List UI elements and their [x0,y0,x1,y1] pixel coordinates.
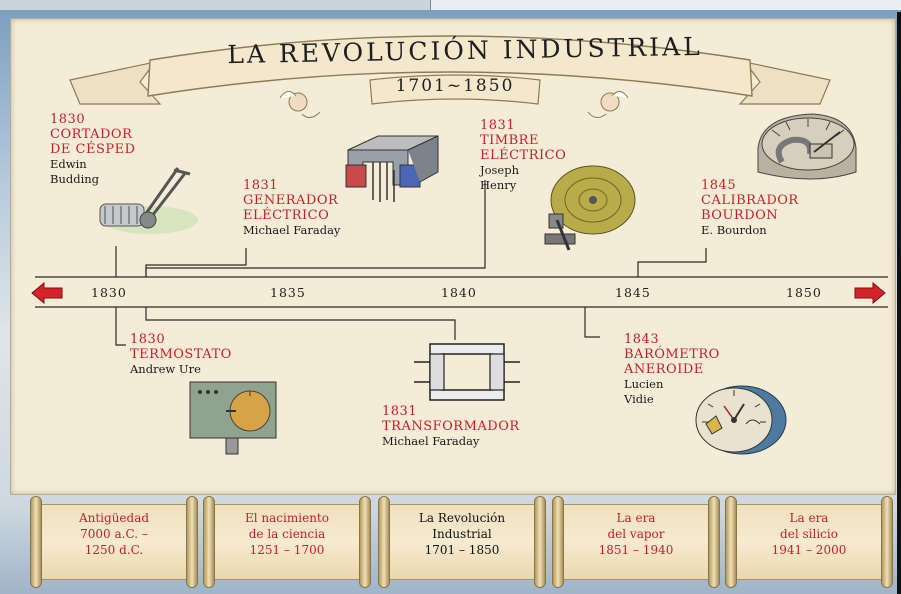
invention-lawn-mower[interactable]: 1830 CORTADOR DE CÉSPED Edwin Budding [50,112,136,187]
window-edge [897,12,901,594]
tick-1840: 1840 [441,285,477,300]
invention-inventor: Andrew Ure [130,362,201,376]
connector-barometer [584,307,600,338]
tick-1830: 1830 [91,285,127,300]
invention-title: ANEROIDE [624,362,704,377]
connector-bell [145,180,486,277]
connector-generator [145,248,247,277]
scroll-rod-left [378,496,390,588]
invention-bourdon[interactable]: 1845 CALIBRADOR BOURDON E. Bourdon [701,178,799,238]
invention-bell[interactable]: 1831 TIMBRE ELÉCTRICO Joseph Henry [480,118,566,193]
scroll-rod-right [881,496,893,588]
invention-inventor: Lucien [624,377,664,391]
magnet-icon [345,135,439,202]
barometer-icon [695,385,787,455]
lawn-mower-icon [99,167,198,234]
invention-inventor: E. Bourdon [701,223,767,237]
tick-1845: 1845 [615,285,651,300]
invention-inventor: Michael Faraday [382,434,480,448]
bell-icon [544,165,636,251]
invention-title: ELÉCTRICO [480,148,567,163]
invention-title: CORTADOR [50,127,133,142]
scroll-rod-right [186,496,198,588]
tick-1835: 1835 [270,285,306,300]
invention-year: 1843 [624,332,660,347]
arrow-left-icon[interactable] [30,282,64,304]
invention-title: BARÓMETRO [624,347,720,362]
tick-1850: 1850 [786,285,822,300]
invention-inventor: Budding [50,172,100,186]
scroll-paper [562,504,710,580]
scroll-paper [388,504,536,580]
scroll-paper [40,504,188,580]
title-banner [69,35,831,118]
invention-transformer[interactable]: 1831 TRANSFORMADOR Michael Faraday [382,404,520,449]
invention-thermostat[interactable]: 1830 TERMOSTATO Andrew Ure [130,332,232,377]
scroll-rod-right [359,496,371,588]
scroll-rod-right [534,496,546,588]
invention-inventor: Joseph [480,163,520,177]
cherub-left-icon [279,91,321,118]
scroll-rod-left [552,496,564,588]
invention-year: 1831 [480,118,516,133]
invention-inventor: Michael Faraday [243,223,341,237]
banner-dates: 1701~1850 [395,76,515,96]
connector-bourdon [637,248,707,277]
invention-title: GENERADOR [243,193,339,208]
invention-title: TRANSFORMADOR [382,419,520,434]
scroll-rod-right [708,496,720,588]
invention-title: BOURDON [701,208,779,223]
invention-year: 1831 [243,178,279,193]
invention-title: TERMOSTATO [130,347,232,362]
window-top-bar [0,0,901,12]
top-tab-left [0,0,431,12]
invention-title: TIMBRE [480,133,539,148]
invention-inventor: Edwin [50,157,87,171]
invention-year: 1845 [701,178,737,193]
connector-transformer [145,307,456,340]
invention-barometer[interactable]: 1843 BARÓMETRO ANEROIDE Lucien Vidie [624,332,720,407]
cherub-right-icon [587,91,629,118]
scroll-rod-left [725,496,737,588]
invention-inventor: Henry [480,178,517,192]
scroll-rod-left [203,496,215,588]
thermostat-icon [189,381,277,455]
connector-thermostat [115,307,126,346]
invention-year: 1830 [130,332,166,347]
invention-year: 1830 [50,112,86,127]
scroll-rod-left [30,496,42,588]
invention-title: CALIBRADOR [701,193,799,208]
invention-title: ELÉCTRICO [243,208,330,223]
invention-inventor: Vidie [624,392,654,406]
gauge-icon [757,113,857,180]
arrow-right-icon[interactable] [853,282,887,304]
invention-year: 1831 [382,404,418,419]
invention-title: DE CÉSPED [50,142,136,157]
invention-generator[interactable]: 1831 GENERADOR ELÉCTRICO Michael Faraday [243,178,340,238]
transformer-icon [414,343,520,401]
